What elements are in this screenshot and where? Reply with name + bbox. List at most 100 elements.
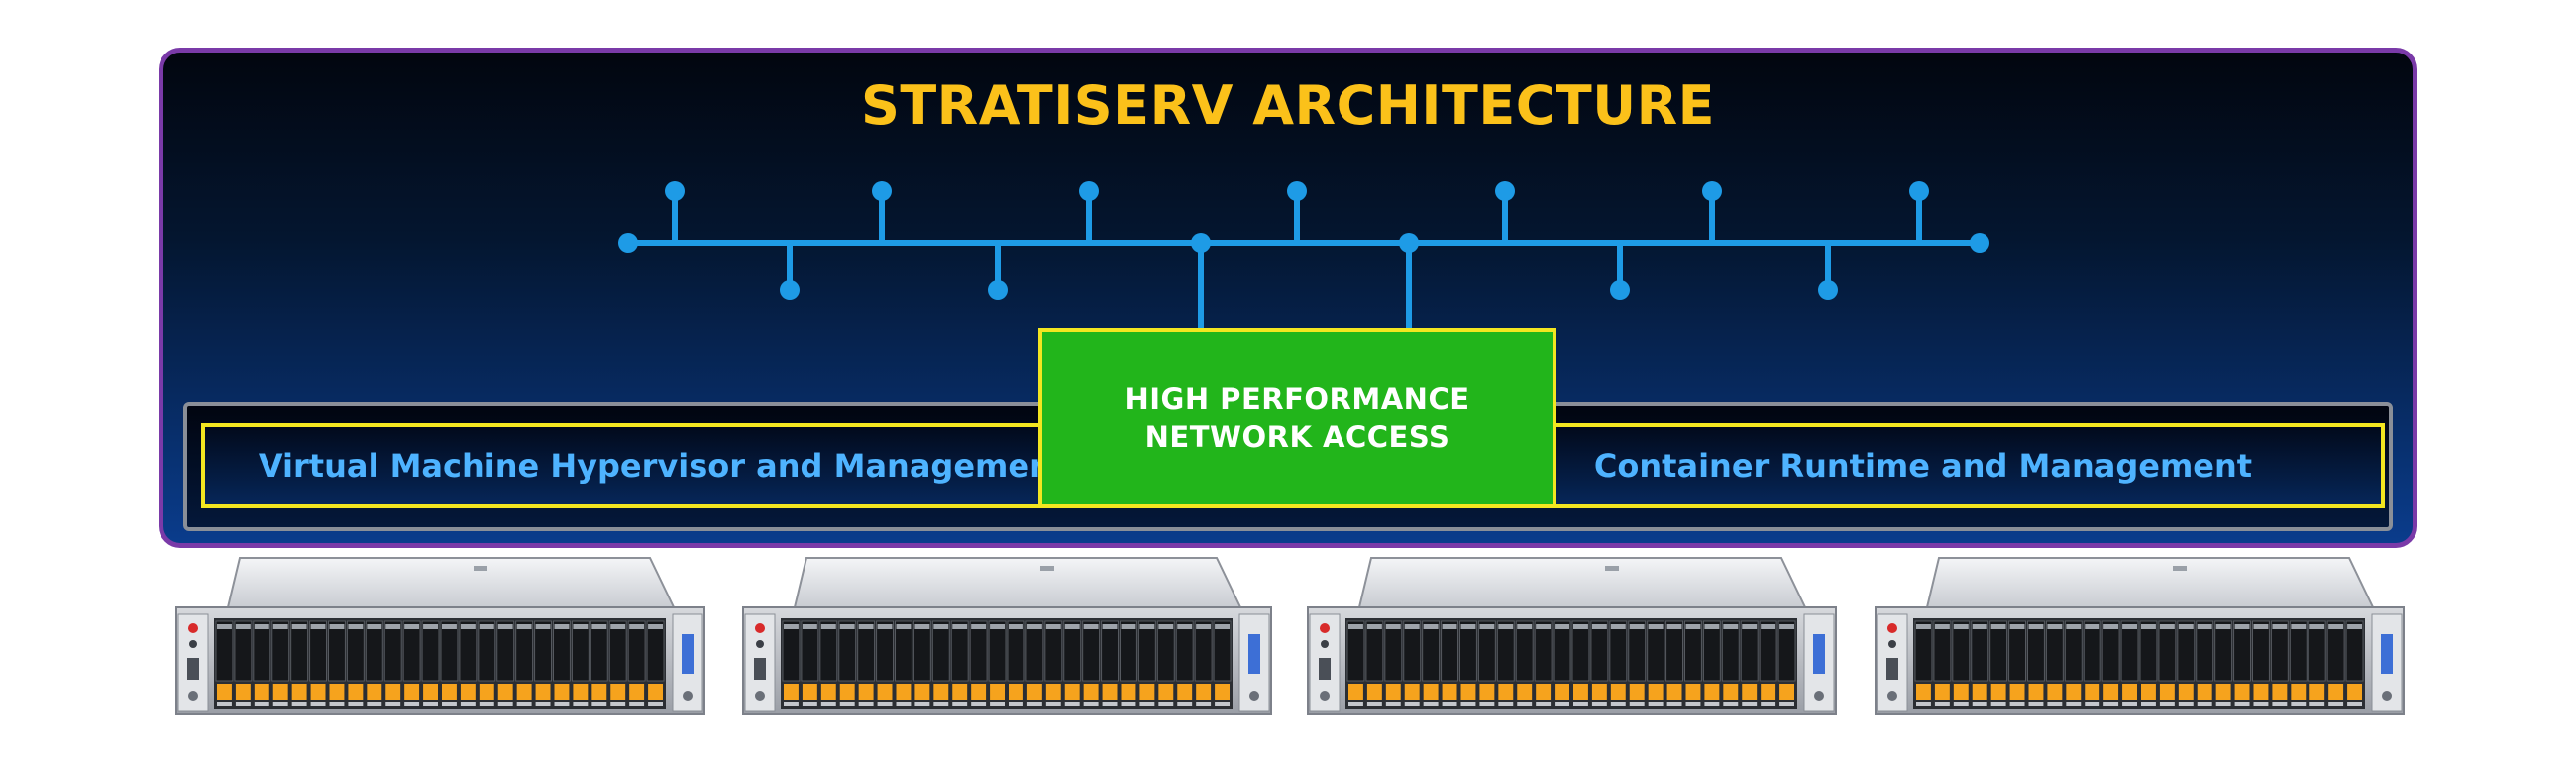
drive-sled bbox=[590, 620, 608, 682]
drive-sled bbox=[1063, 620, 1082, 682]
usb-port bbox=[1319, 658, 1331, 680]
drive-tab bbox=[610, 684, 626, 700]
drive-label-strip bbox=[1761, 702, 1776, 706]
drive-sled bbox=[876, 620, 894, 682]
drive-tab bbox=[1498, 684, 1514, 700]
drive-sled bbox=[1156, 620, 1175, 682]
drive-latch bbox=[2215, 624, 2231, 629]
drive-label-strip bbox=[1064, 702, 1080, 706]
drive-sled bbox=[1384, 620, 1403, 682]
drive-tab bbox=[479, 684, 494, 700]
drive-tab bbox=[1934, 684, 1950, 700]
power-led bbox=[755, 623, 765, 633]
drive-sled bbox=[2083, 620, 2101, 682]
drive-latch bbox=[1045, 624, 1061, 629]
drive-latch bbox=[1916, 624, 1931, 629]
drive-label-strip bbox=[971, 702, 987, 706]
drive-label-strip bbox=[554, 702, 570, 706]
drive-latch bbox=[2141, 624, 2156, 629]
drive-tab bbox=[591, 684, 607, 700]
server-unit bbox=[1307, 557, 1837, 715]
drive-tab bbox=[839, 684, 855, 700]
network-node-up bbox=[1079, 181, 1099, 201]
drive-label-strip bbox=[254, 702, 269, 706]
drive-tab bbox=[1536, 684, 1552, 700]
drive-tab bbox=[990, 684, 1005, 700]
drive-latch bbox=[535, 624, 551, 629]
drive-tab bbox=[516, 684, 532, 700]
drive-label-strip bbox=[1610, 702, 1626, 706]
drive-latch bbox=[610, 624, 626, 629]
drive-latch bbox=[1404, 624, 1420, 629]
drive-label-strip bbox=[1704, 702, 1720, 706]
drive-sled bbox=[950, 620, 969, 682]
drive-sled bbox=[646, 620, 665, 682]
drive-tab bbox=[629, 684, 645, 700]
drive-tab bbox=[1704, 684, 1720, 700]
drive-sled bbox=[1365, 620, 1384, 682]
drive-sled bbox=[2177, 620, 2196, 682]
drive-sled bbox=[2326, 620, 2345, 682]
drive-tab bbox=[1573, 684, 1588, 700]
network-bus-diagram bbox=[618, 181, 1989, 335]
server-badge bbox=[1813, 634, 1825, 674]
drive-label-strip bbox=[784, 702, 799, 706]
drive-latch bbox=[2309, 624, 2325, 629]
drive-label-strip bbox=[629, 702, 645, 706]
ear-screw bbox=[2382, 691, 2392, 701]
drive-label-strip bbox=[235, 702, 251, 706]
drive-tab bbox=[2309, 684, 2325, 700]
vm-hypervisor-label: Virtual Machine Hypervisor and Managemen… bbox=[258, 447, 1068, 485]
drive-sled bbox=[2027, 620, 2045, 682]
drive-tab bbox=[2122, 684, 2137, 700]
drive-latch bbox=[648, 624, 663, 629]
drive-sled bbox=[1759, 620, 1777, 682]
drive-tab bbox=[291, 684, 307, 700]
drive-latch bbox=[2047, 624, 2063, 629]
drive-latch bbox=[1366, 624, 1382, 629]
drive-label-strip bbox=[1158, 702, 1174, 706]
drive-sled bbox=[1441, 620, 1459, 682]
bus-endpoint-left bbox=[618, 233, 638, 253]
network-node-down bbox=[1610, 280, 1630, 300]
drive-label-strip bbox=[820, 702, 836, 706]
drive-sled bbox=[1346, 620, 1365, 682]
drive-latch bbox=[2085, 624, 2100, 629]
drive-tab bbox=[2234, 684, 2250, 700]
drive-label-strip bbox=[1139, 702, 1155, 706]
drive-label-strip bbox=[2215, 702, 2231, 706]
drive-tab bbox=[2066, 684, 2082, 700]
drive-label-strip bbox=[2028, 702, 2044, 706]
network-node-down bbox=[988, 280, 1008, 300]
drive-latch bbox=[2178, 624, 2194, 629]
bus-endpoint-right bbox=[1970, 233, 1989, 253]
drive-label-strip bbox=[1385, 702, 1401, 706]
drive-tab bbox=[1064, 684, 1080, 700]
drive-tab bbox=[1385, 684, 1401, 700]
drive-latch bbox=[784, 624, 799, 629]
drive-label-strip bbox=[1348, 702, 1363, 706]
drive-latch bbox=[423, 624, 438, 629]
drive-tab bbox=[1423, 684, 1439, 700]
drive-latch bbox=[1385, 624, 1401, 629]
drive-tab bbox=[235, 684, 251, 700]
network-node-up bbox=[1909, 181, 1929, 201]
drive-label-strip bbox=[2066, 702, 2082, 706]
drive-latch bbox=[516, 624, 532, 629]
drive-sled bbox=[2252, 620, 2270, 682]
drive-sled bbox=[608, 620, 627, 682]
drive-latch bbox=[2122, 624, 2137, 629]
drive-sled bbox=[1553, 620, 1571, 682]
drive-latch bbox=[1009, 624, 1023, 629]
drive-sled bbox=[402, 620, 421, 682]
server-top-label bbox=[1605, 566, 1619, 571]
drive-latch bbox=[629, 624, 645, 629]
drive-latch bbox=[367, 624, 382, 629]
drive-sled bbox=[2045, 620, 2064, 682]
drive-tab bbox=[1045, 684, 1061, 700]
drive-latch bbox=[1591, 624, 1607, 629]
drive-latch bbox=[2291, 624, 2307, 629]
drive-tab bbox=[1177, 684, 1193, 700]
drive-label-strip bbox=[1555, 702, 1569, 706]
drive-latch bbox=[1704, 624, 1720, 629]
